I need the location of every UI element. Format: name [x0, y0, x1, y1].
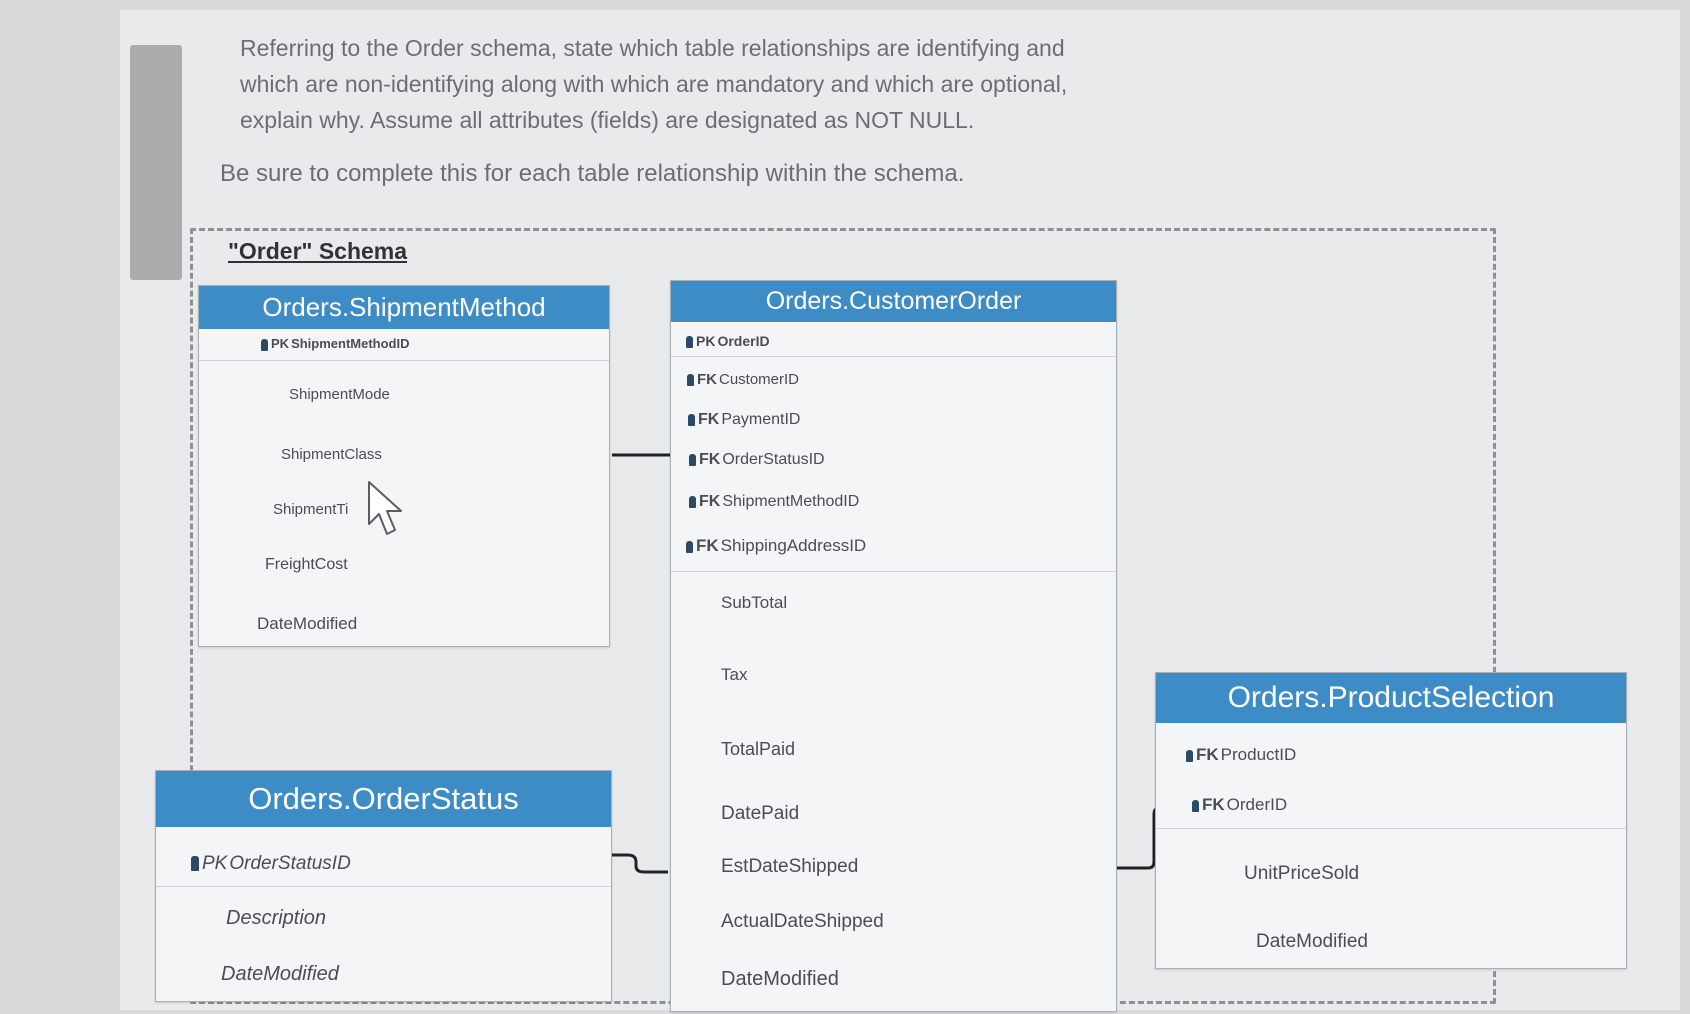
table-product-selection-title: Orders.ProductSelection: [1156, 673, 1626, 723]
key-icon: [689, 453, 696, 466]
relationship-status-order: [612, 853, 668, 874]
key-icon: [688, 413, 695, 426]
field-shipmentclass: ShipmentClass: [281, 446, 382, 463]
instructions-paragraph: Referring to the Order schema, state whi…: [240, 30, 1400, 138]
scrollbar-thumb[interactable]: [130, 45, 182, 280]
key-icon: [689, 495, 696, 508]
field-shipmentmode: ShipmentMode: [289, 386, 390, 403]
key-icon: [1186, 749, 1193, 762]
key-icon: [687, 374, 694, 387]
field-datemodified: DateModified: [257, 614, 358, 633]
table-shipment-method-title: Orders.ShipmentMethod: [199, 286, 609, 329]
field-tax: Tax: [721, 665, 748, 684]
key-icon: [1192, 799, 1199, 812]
schema-title: "Order" Schema: [228, 238, 408, 264]
key-icon: [686, 336, 693, 349]
key-icon: [261, 338, 268, 351]
field-subtotal: SubTotal: [721, 593, 788, 612]
mouse-cursor-icon: [368, 481, 402, 535]
instructions-line-3: explain why. Assume all attributes (fiel…: [240, 107, 975, 133]
field-datepaid: DatePaid: [721, 803, 800, 824]
field-actualdateshipped: ActualDateShipped: [721, 911, 884, 932]
instructions-line-2: which are non-identifying along with whi…: [240, 71, 1068, 97]
instructions-line-1: Referring to the Order schema, state whi…: [240, 35, 1065, 61]
field-unitpricesold: UnitPriceSold: [1244, 863, 1360, 884]
field-totalpaid: TotalPaid: [721, 739, 796, 759]
field-datemodified: DateModified: [1256, 931, 1368, 952]
key-icon: [686, 540, 693, 553]
instructions-line-4: Be sure to complete this for each table …: [220, 160, 965, 187]
field-freightcost: FreightCost: [265, 556, 348, 573]
field-datemodified: DateModified: [221, 963, 339, 985]
field-description: Description: [226, 907, 327, 929]
key-icon: [191, 856, 199, 872]
field-datemodified: DateModified: [721, 968, 839, 990]
table-order-status-title: Orders.OrderStatus: [156, 771, 611, 827]
table-customer-order-title: Orders.CustomerOrder: [671, 281, 1116, 322]
field-estdateshipped: EstDateShipped: [721, 856, 859, 877]
field-shipmenttime: ShipmentTi: [273, 501, 349, 518]
